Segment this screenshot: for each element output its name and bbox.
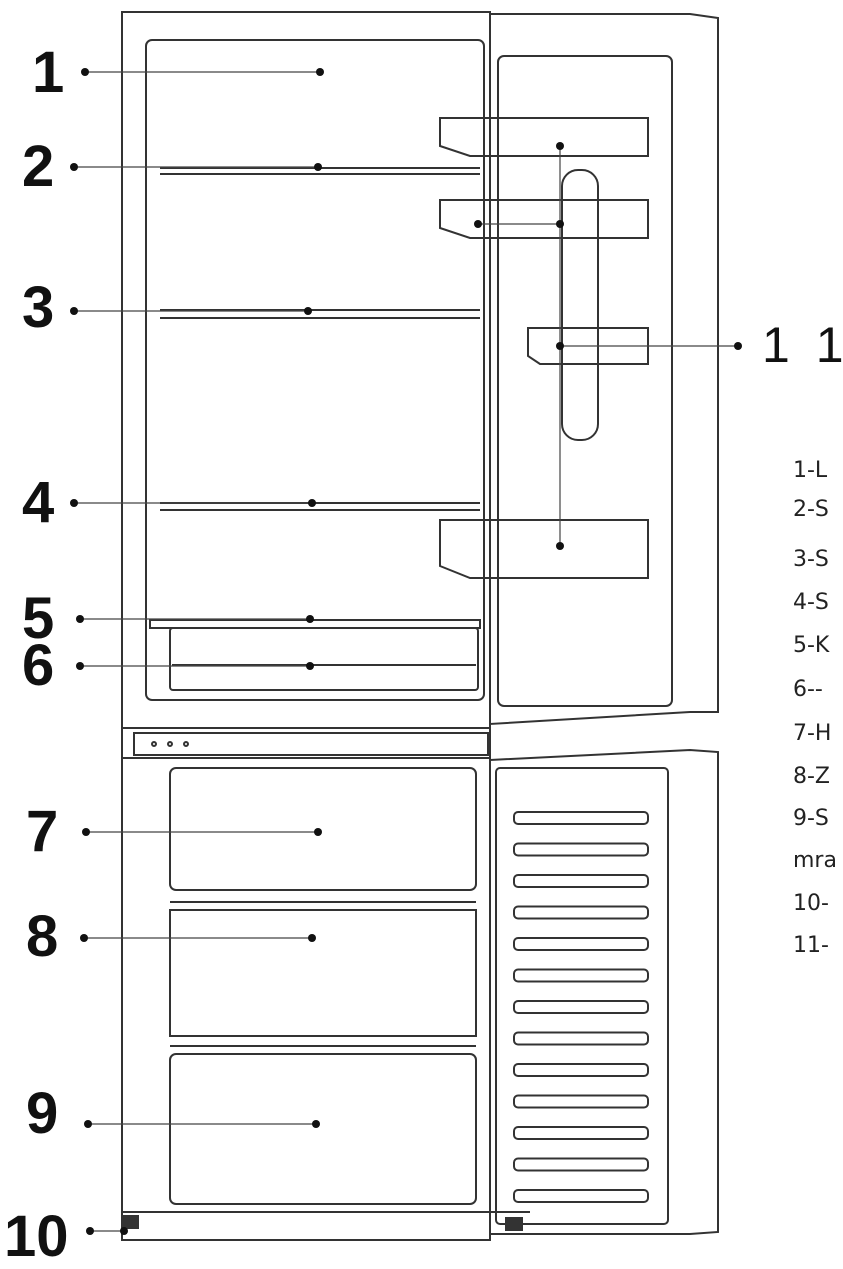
bottle-retainer bbox=[561, 169, 599, 441]
leader-start-dot-7 bbox=[82, 828, 90, 836]
callout-number-6: 6 bbox=[22, 633, 55, 698]
legend-line-1: 1-L bbox=[793, 458, 828, 483]
leader-end-dot-3 bbox=[304, 307, 312, 315]
hinge-screw-3 bbox=[183, 741, 189, 747]
hinge-screw-1 bbox=[151, 741, 157, 747]
leader-end-dot-4 bbox=[308, 499, 316, 507]
freezer-door-slot bbox=[513, 874, 649, 888]
front-foot-right bbox=[505, 1217, 523, 1231]
leader-dot-11 bbox=[556, 542, 564, 550]
callout-number-5: 5 bbox=[22, 586, 55, 651]
freezer-door-slot bbox=[513, 811, 649, 825]
leader-end-dot-2 bbox=[314, 163, 322, 171]
door-bin-top bbox=[439, 117, 649, 157]
leader-start-dot-2 bbox=[70, 163, 78, 171]
freezer-door-slot bbox=[513, 1157, 649, 1172]
freezer-door-slot bbox=[513, 1063, 649, 1077]
leader-start-dot-3 bbox=[70, 307, 78, 315]
bottom-door bbox=[489, 748, 719, 1235]
legend-line-11: 11- bbox=[793, 933, 829, 958]
leader-dot-11 bbox=[474, 220, 482, 228]
leader-end-dot-9 bbox=[312, 1120, 320, 1128]
leader-start-dot-11 bbox=[556, 342, 564, 350]
leader-end-dot-1 bbox=[316, 68, 324, 76]
freezer-door-slot bbox=[513, 842, 649, 857]
freezer-drawer-middle bbox=[169, 909, 477, 1037]
freezer-door-slot bbox=[513, 905, 649, 920]
callout-number-10: 10 bbox=[4, 1204, 69, 1269]
leader-start-dot-6 bbox=[76, 662, 84, 670]
leader-start-dot-10 bbox=[86, 1227, 94, 1235]
leader-dot-11 bbox=[556, 220, 564, 228]
callout-number-3: 3 bbox=[22, 275, 55, 340]
freezer-drawer-top bbox=[169, 767, 477, 891]
leader-dot-11 bbox=[556, 142, 564, 150]
leader-start-dot-5 bbox=[76, 615, 84, 623]
freezer-door-slot bbox=[513, 1000, 649, 1014]
freezer-door-slot bbox=[513, 1189, 649, 1203]
leader-start-dot-8 bbox=[80, 934, 88, 942]
bottom-door-inner bbox=[495, 767, 669, 1225]
top-door-inner bbox=[497, 55, 673, 707]
top-door bbox=[489, 13, 719, 726]
freezer-door-slot bbox=[513, 1126, 649, 1140]
crisper-cover bbox=[149, 619, 481, 629]
front-foot-left bbox=[123, 1215, 139, 1229]
freezer-door-slot bbox=[513, 1031, 649, 1046]
leader-end-dot-8 bbox=[308, 934, 316, 942]
callout-number-9: 9 bbox=[26, 1081, 59, 1146]
callout-number-11: 1 1 bbox=[762, 317, 843, 373]
callout-number-7: 7 bbox=[26, 799, 59, 864]
leader-start-dot-9 bbox=[84, 1120, 92, 1128]
cabinet-outline bbox=[121, 11, 491, 1241]
freezer-door-slot bbox=[513, 937, 649, 951]
door-bin-egg bbox=[439, 199, 649, 239]
callout-number-2: 2 bbox=[22, 134, 55, 199]
leader-end-dot-11 bbox=[734, 342, 742, 350]
freezer-drawer-bottom bbox=[169, 1053, 477, 1205]
leader-start-dot-4 bbox=[70, 499, 78, 507]
crisper-drawer bbox=[169, 627, 479, 691]
leader-end-dot-5 bbox=[306, 615, 314, 623]
freezer-door-slot bbox=[513, 1094, 649, 1109]
leader-start-dot-1 bbox=[81, 68, 89, 76]
leader-end-dot-10 bbox=[120, 1227, 128, 1235]
legend-line-5: 5-K bbox=[793, 633, 830, 658]
callout-number-4: 4 bbox=[22, 470, 55, 535]
hinge-screw-2 bbox=[167, 741, 173, 747]
legend-line-2: 2-S bbox=[793, 497, 829, 522]
legend-line-8: 8-Z bbox=[793, 764, 831, 789]
callout-number-1: 1 bbox=[32, 40, 65, 105]
leader-end-dot-6 bbox=[306, 662, 314, 670]
legend-line-7: 7-H bbox=[793, 721, 832, 746]
legend-line-4: 4-S bbox=[793, 590, 829, 615]
legend-line-3: 3-S bbox=[793, 547, 829, 572]
door-bin-small bbox=[527, 327, 649, 365]
fridge-inner-liner bbox=[145, 39, 485, 701]
legend-line-6: 6-- bbox=[793, 677, 823, 702]
callout-number-8: 8 bbox=[26, 904, 59, 969]
hinge-bar bbox=[133, 732, 489, 756]
freezer-door-slot bbox=[513, 968, 649, 983]
door-bin-bottom bbox=[439, 519, 649, 579]
legend-line-9: 9-S bbox=[793, 806, 829, 831]
leader-end-dot-7 bbox=[314, 828, 322, 836]
legend-line-10: 10- bbox=[793, 891, 829, 916]
legend-line-9-cont: mra bbox=[793, 848, 837, 873]
